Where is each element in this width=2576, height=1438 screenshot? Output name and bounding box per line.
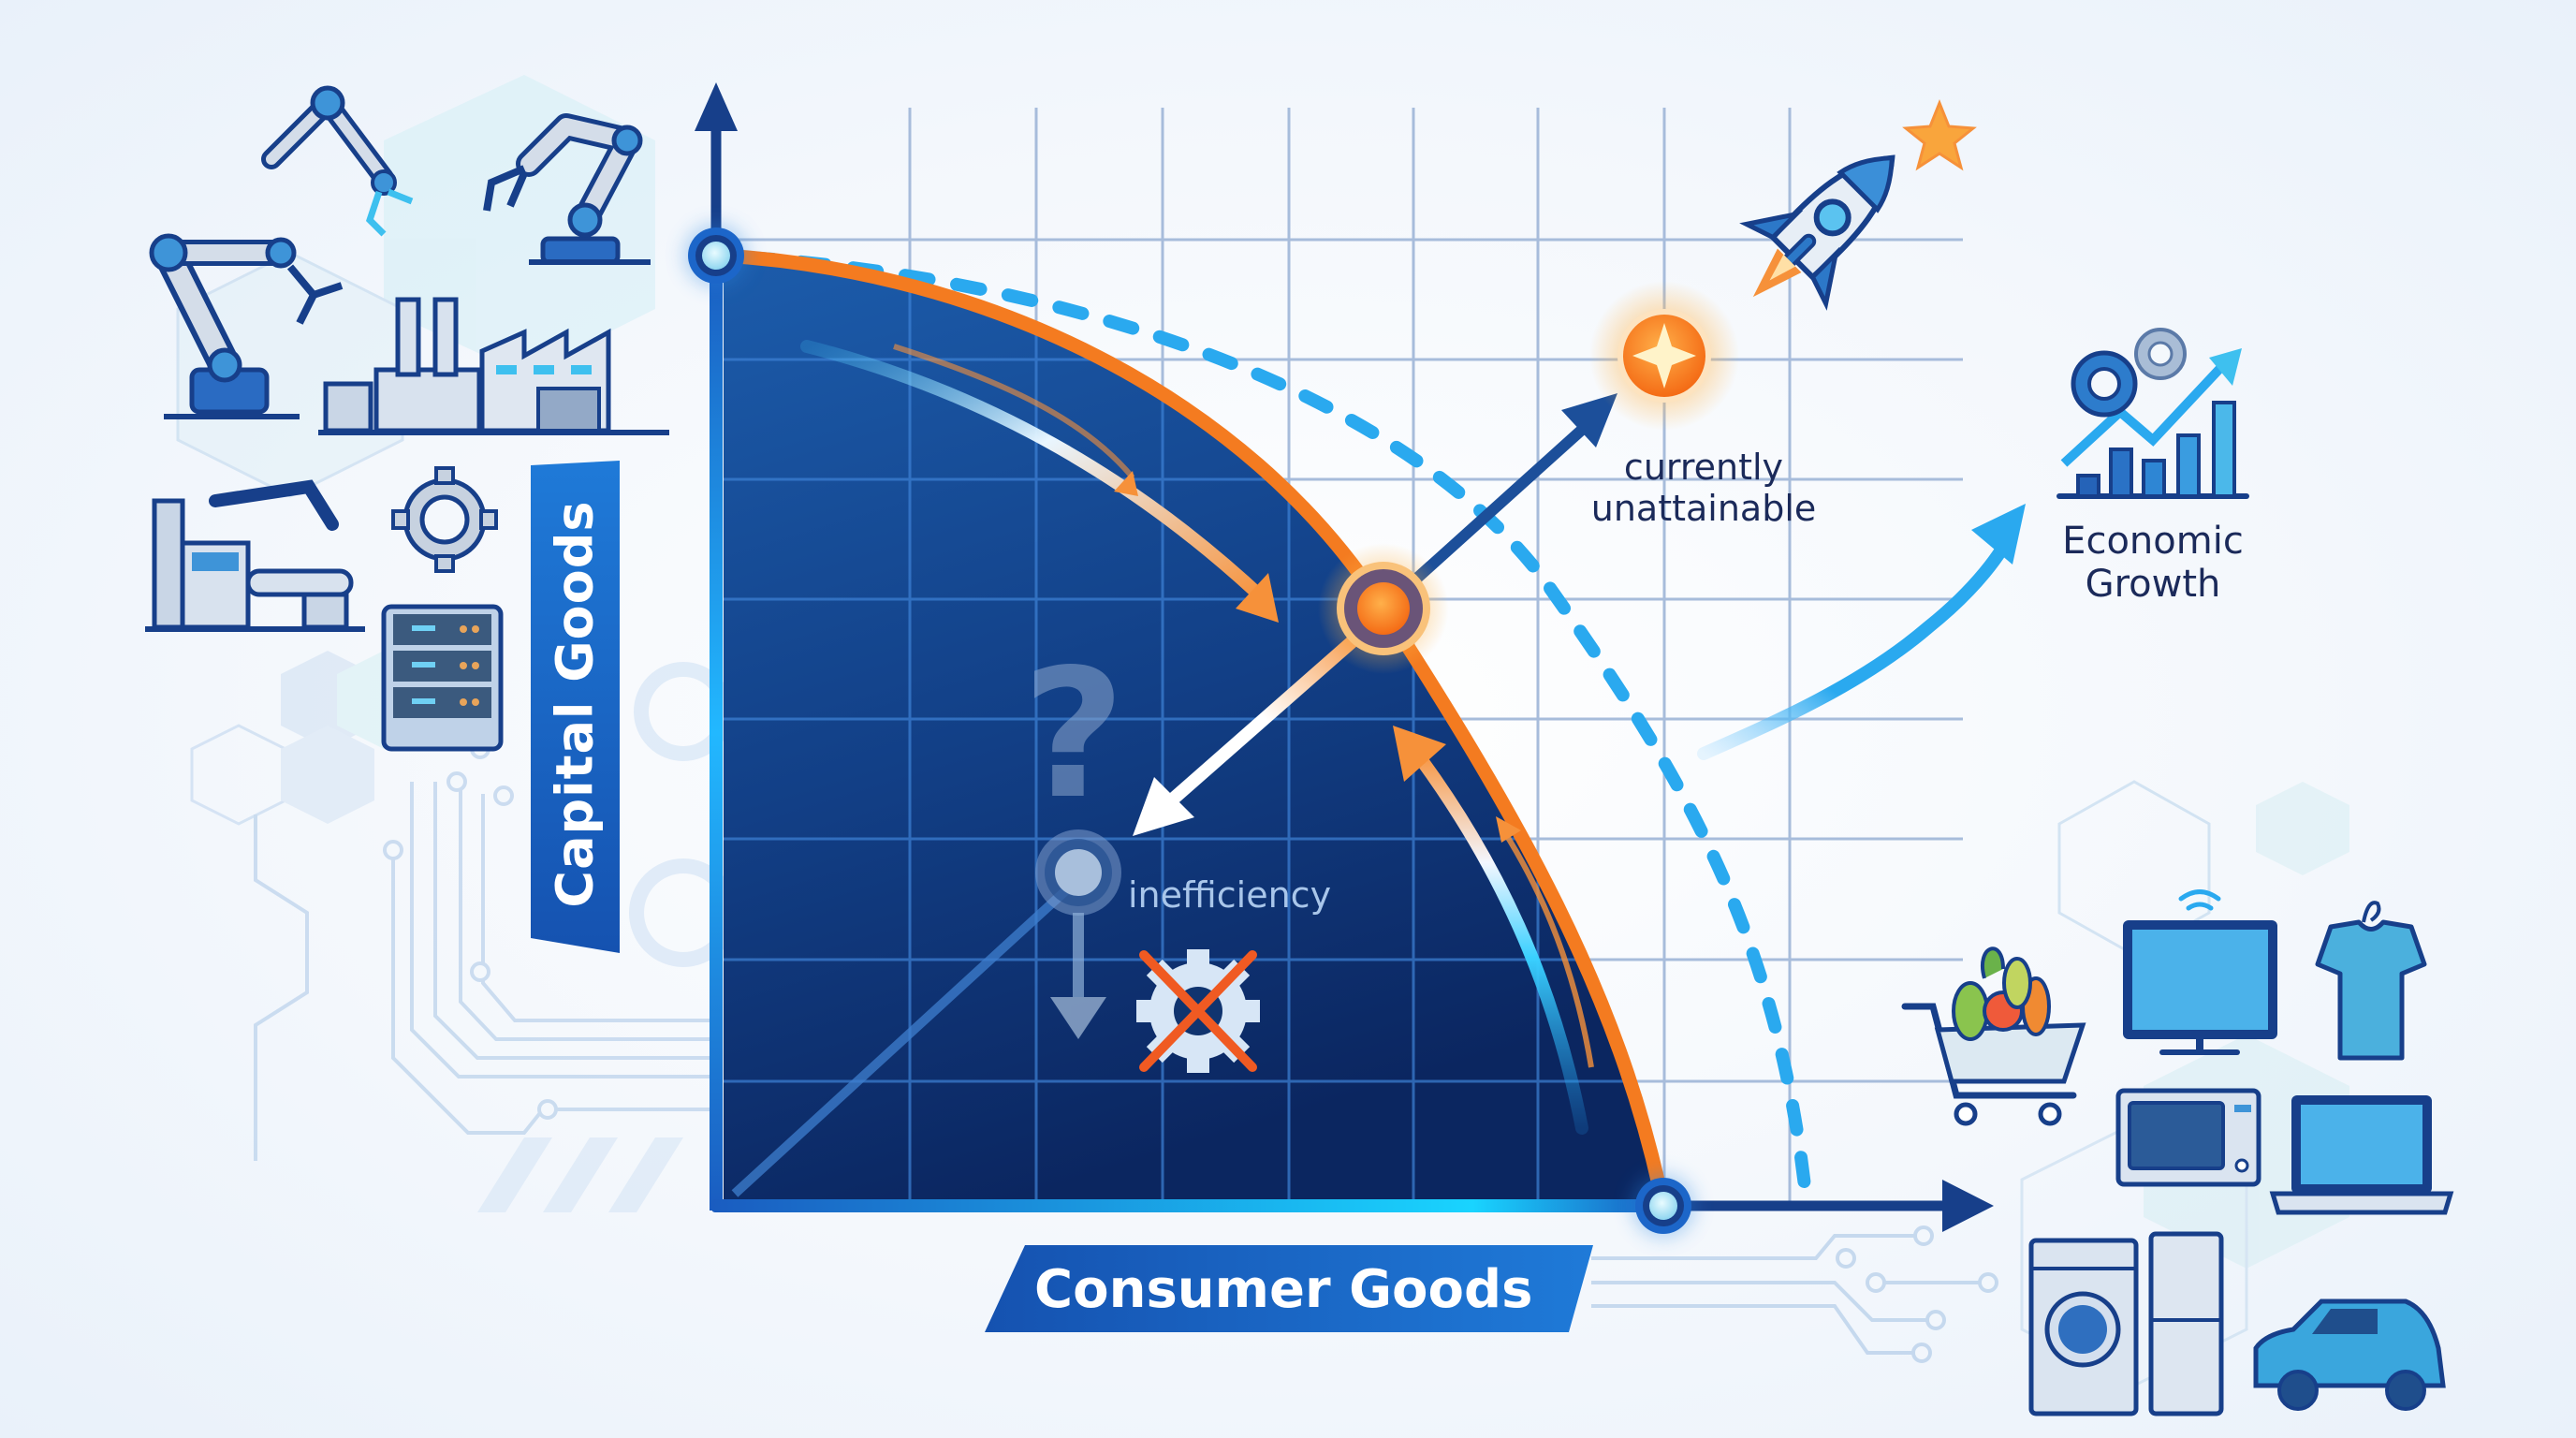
movement-arrows-top [800,340,1279,623]
sparkle-icon [1632,323,1696,389]
arrow-to-inefficiency [1133,621,1375,836]
tshirt-icon [2315,901,2427,1061]
economic-growth-arrow [1697,504,2026,760]
y-axis-label: Capital Goods [545,500,605,908]
inefficiency-label: inefficiency [1128,874,1332,916]
washing-machine-icon [2028,1238,2139,1416]
robot-arm-icon [261,85,414,237]
economic-growth-label: Economic Growth [2062,520,2244,606]
server-rack-icon [381,604,504,752]
star-icon [1902,98,1977,171]
question-mark-icon: ? [1022,631,1125,838]
refrigerator-icon [2148,1231,2224,1416]
inefficient-point [1035,829,1121,916]
gear-icon [2134,328,2187,380]
gear-icon [2071,350,2138,418]
robot-arm-icon [483,113,651,265]
broken-gear-icon [1136,949,1260,1073]
max-capital-point [684,224,748,287]
car-icon [2253,1299,2446,1411]
unattainable-label: currently unattainable [1590,447,1817,529]
factory-icon [318,297,669,435]
rocket-icon [1739,154,1895,311]
max-consumer-point [1632,1174,1695,1238]
down-arrow-icon [1050,913,1106,1039]
arrow-to-unattainable [1399,393,1617,594]
cnc-machine-icon [145,479,365,632]
x-axis [711,1180,1994,1232]
microwave-icon [2115,1088,2261,1187]
shopping-cart-icon [1901,946,2086,1126]
laptop-icon [2269,1095,2454,1215]
capital-goods-banner [531,461,620,953]
bar-chart-growth-icon [2056,348,2249,499]
unattainable-point [1589,281,1739,431]
movement-arrows-bottom [1393,726,1594,1135]
wifi-icon [2178,889,2221,911]
origin-diagonal [731,886,1071,1197]
x-axis-label: Consumer Goods [1034,1259,1533,1320]
gear-icon [391,466,498,573]
robot-arm-icon [149,233,344,419]
tv-icon [2123,889,2277,1055]
consumer-goods-banner [985,1245,1593,1332]
shifted-ppf-dashed-curve [742,251,1813,1210]
efficient-point [1318,543,1449,674]
